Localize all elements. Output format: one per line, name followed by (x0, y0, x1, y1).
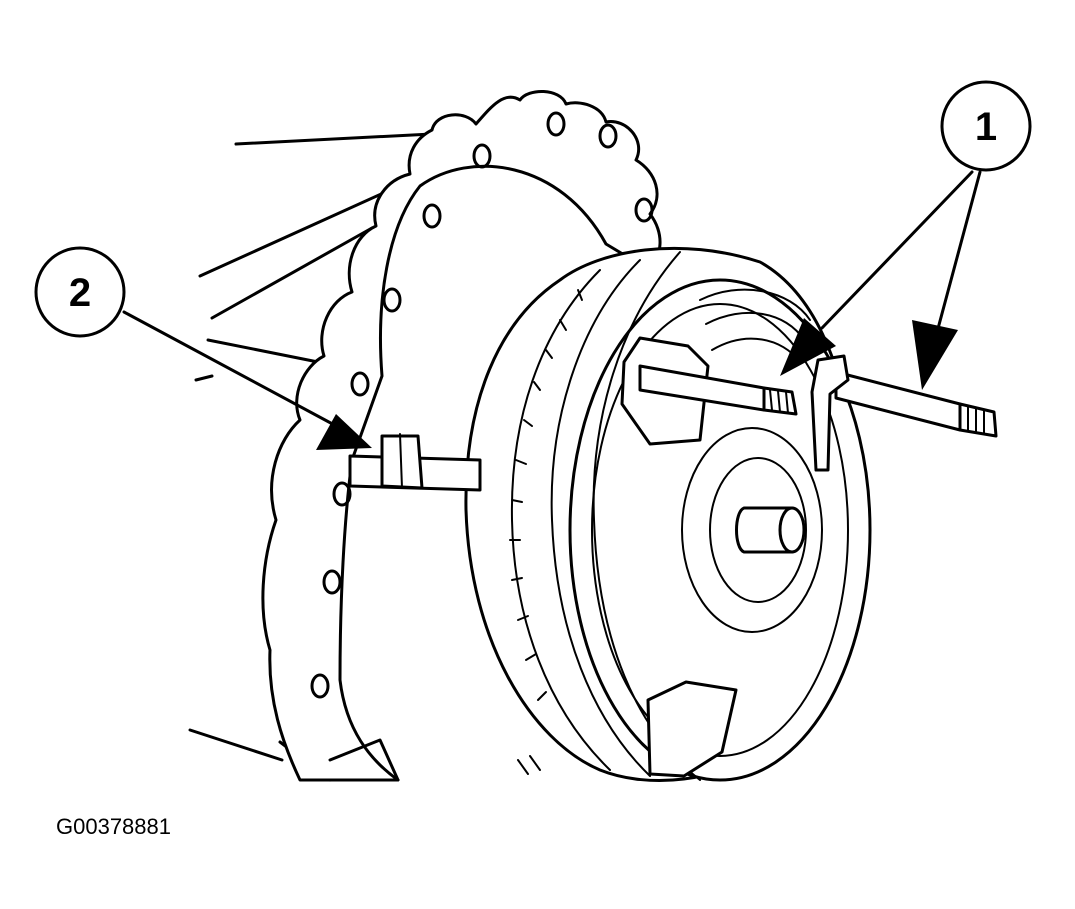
converter-studs (638, 354, 998, 472)
bell-housing-flange (261, 90, 662, 782)
callout-1-label: 1 (975, 105, 997, 149)
callout-2-label: 2 (69, 271, 91, 315)
pilot-shaft (348, 433, 482, 492)
figure-id-label: G00378881 (56, 814, 171, 839)
arrowhead-stud-upper (780, 318, 836, 376)
callout-1: 1 (940, 80, 1032, 172)
arrowhead-stud-right (912, 320, 958, 390)
arrowhead-pilot-shaft (316, 414, 372, 450)
callout-leaders (122, 170, 982, 450)
callout-2: 2 (34, 246, 126, 338)
